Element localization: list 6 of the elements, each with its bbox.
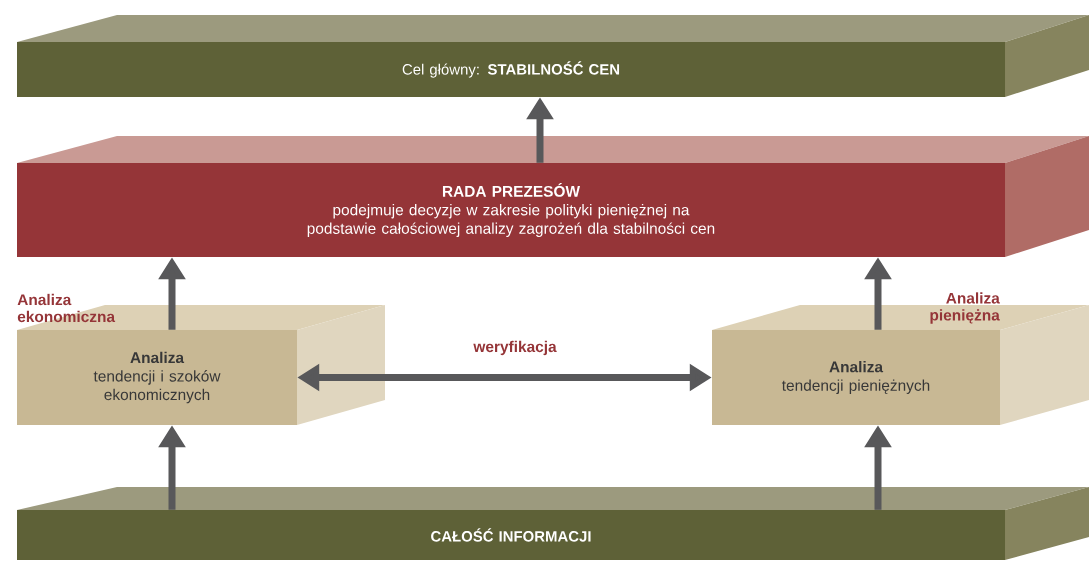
- side-label: Analiza pieniężna: [930, 292, 1000, 324]
- edge-label: weryfikacja: [472, 339, 558, 357]
- side-label: Analiza ekonomiczna: [17, 293, 116, 323]
- slab: CAŁOŚĆ INFORMACJI: [17, 487, 1089, 560]
- slab: Cel główny: STABILNOŚĆ CEN: [17, 15, 1089, 97]
- slab: RADA PREZESÓW podejmuje decyzje w zakresie polityki pieniężnej na podstawie całościowej analizy zagrożeń dla stabilności cen: [17, 136, 1089, 257]
